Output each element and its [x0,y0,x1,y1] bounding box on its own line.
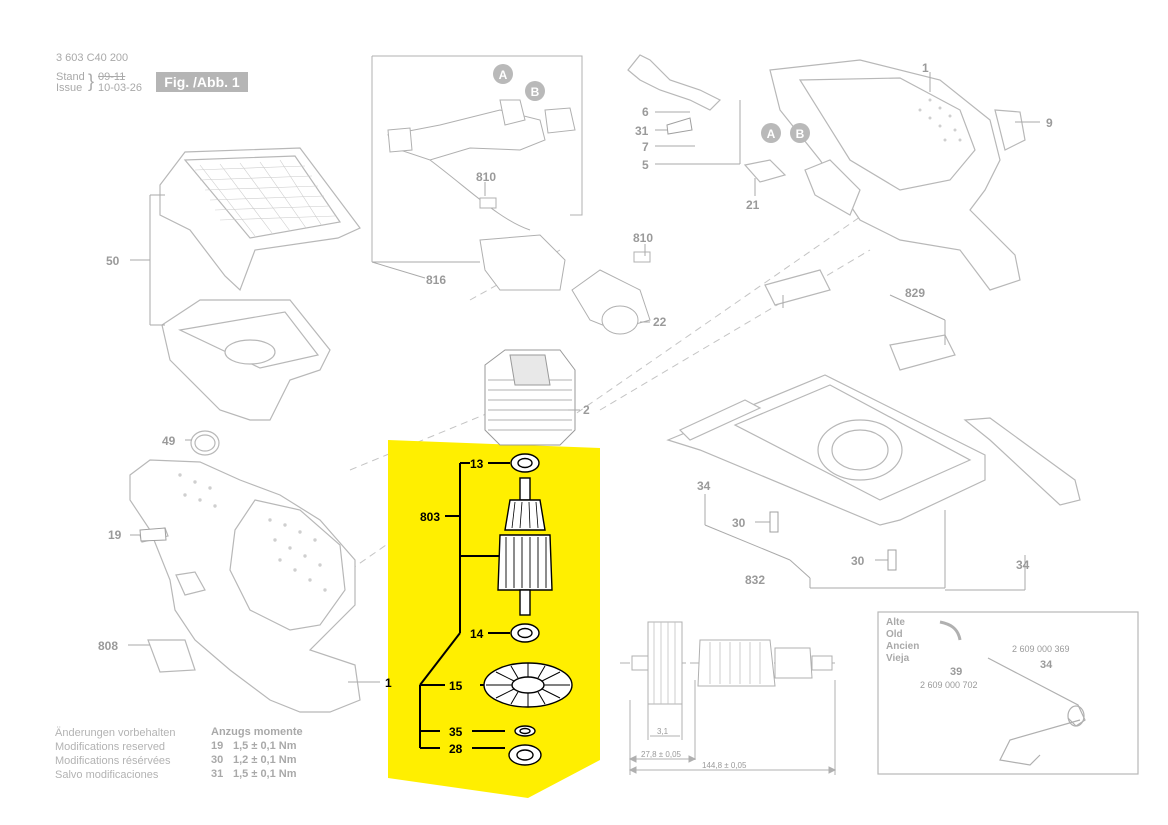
stand-label: Stand [56,71,85,83]
inset-label-ancien: Ancien [886,641,920,652]
modifications-fr: Modifications résérvées [55,755,171,767]
callout-810-a: 810 [476,170,496,184]
brace-glyph: } [88,71,95,91]
callout-832: 832 [745,573,765,587]
callout-leaders-faint [128,72,1040,683]
callout-50: 50 [106,254,120,268]
dimension-large: 144,8 ± 0,05 [702,761,747,770]
callout-7: 7 [642,140,649,154]
torque-part-31: 31 [211,768,224,780]
modifications-es: Salvo modificaciones [55,769,159,781]
inset-new-number: 2 609 000 369 [1012,644,1070,654]
marker-a-wiring: A [499,68,508,82]
callout-808: 808 [98,639,118,653]
callout-35: 35 [449,725,463,739]
dimension-small: 3,1 [657,727,669,736]
issue-label: Issue [56,82,83,94]
callout-21: 21 [746,198,760,212]
wiring-switch-group [371,55,651,335]
callout-49: 49 [162,434,176,448]
torque-value-30: 1,2 ± 0,1 Nm [233,754,297,766]
housing-bottom [129,430,361,713]
torque-heading: Anzugs momente [211,726,303,738]
inset-part-34: 34 [1040,659,1053,671]
callout-1-bottom: 1 [385,676,392,690]
callout-9: 9 [1046,116,1053,130]
callout-19: 19 [108,528,122,542]
torque-value-19: 1,5 ± 0,1 Nm [233,740,297,752]
inset-part-39: 39 [950,666,962,678]
torque-part-30: 30 [211,754,224,766]
dust-box-assembly [159,147,361,421]
callout-13: 13 [470,457,484,471]
callout-31: 31 [635,124,649,138]
callout-2: 2 [583,403,590,417]
callout-22: 22 [653,315,667,329]
circle-markers [493,64,810,143]
callout-15: 15 [449,679,463,693]
marker-b-housing: B [796,127,805,141]
inset-old-number: 2 609 000 702 [920,680,978,690]
inset-label-alte: Alte [886,617,905,628]
issue-value: 10-03-26 [98,82,143,94]
callout-14: 14 [470,627,484,641]
dimension-medium: 27,8 ± 0,05 [641,750,682,759]
modifications-en: Modifications reserved [55,741,166,753]
callout-30-a: 30 [732,516,746,530]
callout-34-b: 34 [1016,558,1030,572]
inset-label-old: Old [886,629,903,640]
torque-part-19: 19 [211,740,224,752]
armature-dimension-drawing [620,621,837,775]
callout-810-b: 810 [633,231,653,245]
callout-28: 28 [449,742,463,756]
highlight-region [388,440,600,798]
marker-a-housing: A [767,127,776,141]
armature-assembly [483,453,573,766]
callout-1-top: 1 [922,61,929,75]
doc-number: 3 603 C40 200 [56,52,129,64]
stand-value: 09-11 [98,71,126,83]
base-plate [666,269,1081,526]
torque-value-31: 1,5 ± 0,1 Nm [233,768,297,780]
marker-b-wiring: B [531,85,540,99]
callout-803: 803 [420,510,440,524]
figure-label: Fig. /Abb. 1 [156,72,248,92]
modifications-de: Änderungen vorbehalten [55,727,176,739]
callout-6: 6 [642,105,649,119]
housing-top [627,54,1026,291]
callout-829: 829 [905,286,925,300]
callout-34-a: 34 [697,479,711,493]
field-coil [484,349,576,446]
callout-brackets [419,462,510,749]
inset-label-vieja: Vieja [886,653,910,664]
callout-5: 5 [642,158,649,172]
callout-816: 816 [426,273,446,287]
screws [139,117,897,571]
inset-frame [877,611,1139,775]
callout-30-b: 30 [851,554,865,568]
